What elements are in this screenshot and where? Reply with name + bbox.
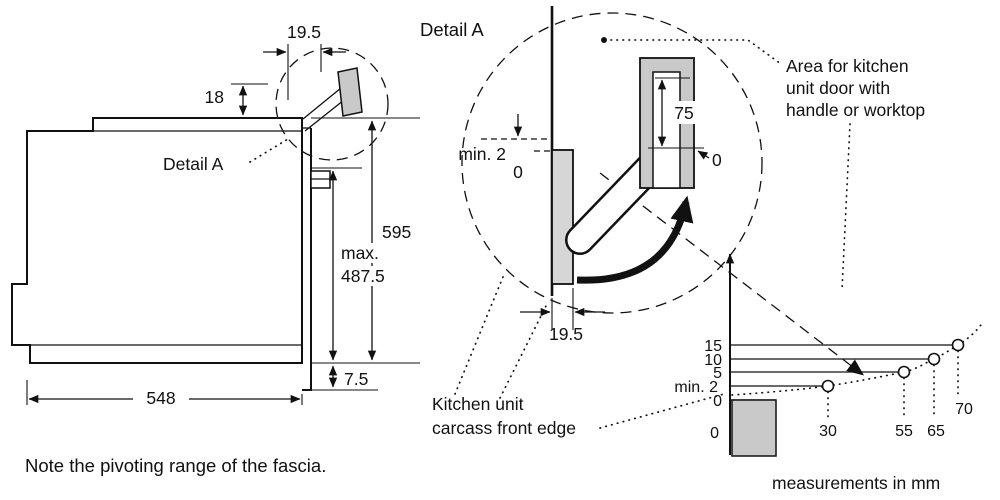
area-callout-line2: unit door with — [786, 78, 890, 98]
fascia-panel — [337, 67, 363, 117]
dim-zero-right-label: 0 — [712, 150, 722, 170]
carcass-callout-line1: Kitchen unit — [432, 394, 524, 414]
area-callout-line3: handle or worktop — [786, 100, 925, 120]
carcass-callout-line2: carcass front edge — [432, 418, 576, 438]
dim-top-gap-label: 19.5 — [287, 22, 321, 42]
y-label-5: 5 — [713, 365, 722, 382]
dim-fascia-offset-label: 19.5 — [549, 324, 583, 344]
dim-depth-label: 548 — [146, 388, 175, 408]
detail-a-circle — [461, 12, 763, 314]
x-label-0: 0 — [710, 425, 719, 442]
dim-max-value-label: 487.5 — [341, 266, 385, 286]
dim-zero-left-label: 0 — [513, 162, 523, 182]
pivot-range-arrow — [576, 195, 694, 284]
y-label-0: 0 — [713, 393, 722, 410]
detail-a-title: Detail A — [420, 19, 484, 40]
dim-door-height-label: 75 — [674, 103, 693, 123]
clearance-graph: 15 10 5 min. 2 0 0 30 55 65 70 — [674, 253, 984, 457]
fascia-section — [551, 149, 574, 285]
curve-point-30 — [821, 379, 835, 393]
curve-point-70 — [951, 338, 965, 352]
curve-point-65 — [927, 352, 941, 366]
dim-min-gap-label: min. 2 — [458, 144, 506, 164]
detail-a-callout-label: Detail A — [163, 154, 224, 174]
x-label-70: 70 — [955, 401, 973, 418]
units-note: measurements in mm — [772, 473, 940, 493]
x-label-65: 65 — [927, 423, 945, 440]
y-label-10: 10 — [704, 352, 722, 369]
carcass-section-small — [731, 399, 777, 457]
oven-door-front-line — [302, 128, 312, 391]
x-label-55: 55 — [895, 423, 913, 440]
curve-point-55 — [897, 365, 911, 379]
leader-dot — [601, 37, 607, 43]
callout-annotations: Area for kitchen unit door with handle o… — [25, 37, 940, 493]
dim-fascia-height-label: 18 — [205, 87, 224, 107]
x-label-30: 30 — [819, 423, 837, 440]
detail-a-marker-circle — [275, 47, 389, 161]
y-label-15: 15 — [704, 338, 722, 355]
oven-side-view — [11, 47, 389, 391]
y-label-min2: min. 2 — [674, 379, 718, 396]
oven-body-outline — [11, 117, 303, 364]
dim-max-label: max. — [341, 243, 379, 263]
area-callout-line1: Area for kitchen — [786, 56, 909, 76]
dim-bottom-gap-label: 7.5 — [344, 369, 368, 389]
dim-niche-height-label: 595 — [382, 222, 411, 242]
detail-a-view: Detail A 75 0 min. 2 0 19.5 — [420, 6, 865, 376]
pivot-note: Note the pivoting range of the fascia. — [25, 455, 326, 476]
left-dimensions: 19.5 18 Detail A 595 max. 487.5 7.5 548 — [26, 22, 420, 408]
